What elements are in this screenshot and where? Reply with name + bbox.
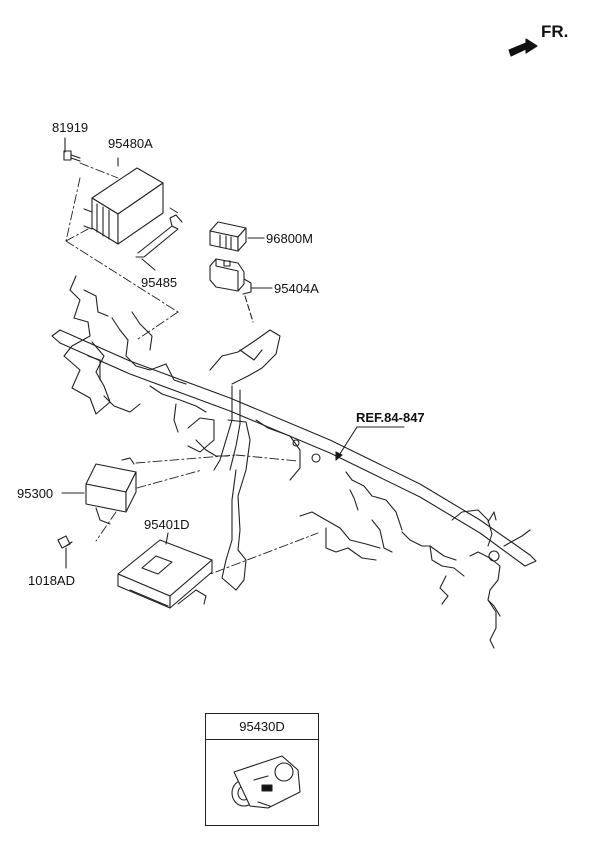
part-label-1018ad: 1018AD	[28, 573, 75, 588]
crossbar-assembly-icon	[51, 275, 537, 649]
screw-1018ad-icon	[57, 535, 73, 569]
ignition-lock-95430d-icon	[231, 755, 301, 809]
part-label-96800m: 96800M	[266, 231, 313, 246]
bracket-95485-icon	[135, 214, 183, 271]
part-label-95485: 95485	[141, 275, 178, 290]
part-label-81919: 81919	[52, 120, 89, 135]
inset-title: 95430D	[206, 714, 318, 740]
reference-label: REF.84-847	[356, 410, 425, 425]
relay-96800m-icon	[209, 221, 247, 252]
ecu-95401d-icon	[117, 539, 213, 609]
front-direction-arrow-icon	[508, 38, 538, 57]
module-95300-icon	[85, 457, 137, 525]
part-label-95404a: 95404A	[274, 281, 319, 296]
front-direction-label: FR.	[541, 22, 569, 41]
part-label-95480a: 95480A	[108, 136, 153, 151]
part-label-95300: 95300	[17, 486, 54, 501]
bolt-81919-icon	[63, 137, 81, 162]
module-95480a-icon	[83, 157, 164, 245]
part-label-95401d: 95401D	[144, 517, 190, 532]
inset-box-95430d: 95430D	[205, 713, 319, 826]
connector-95404a-icon	[209, 258, 252, 295]
